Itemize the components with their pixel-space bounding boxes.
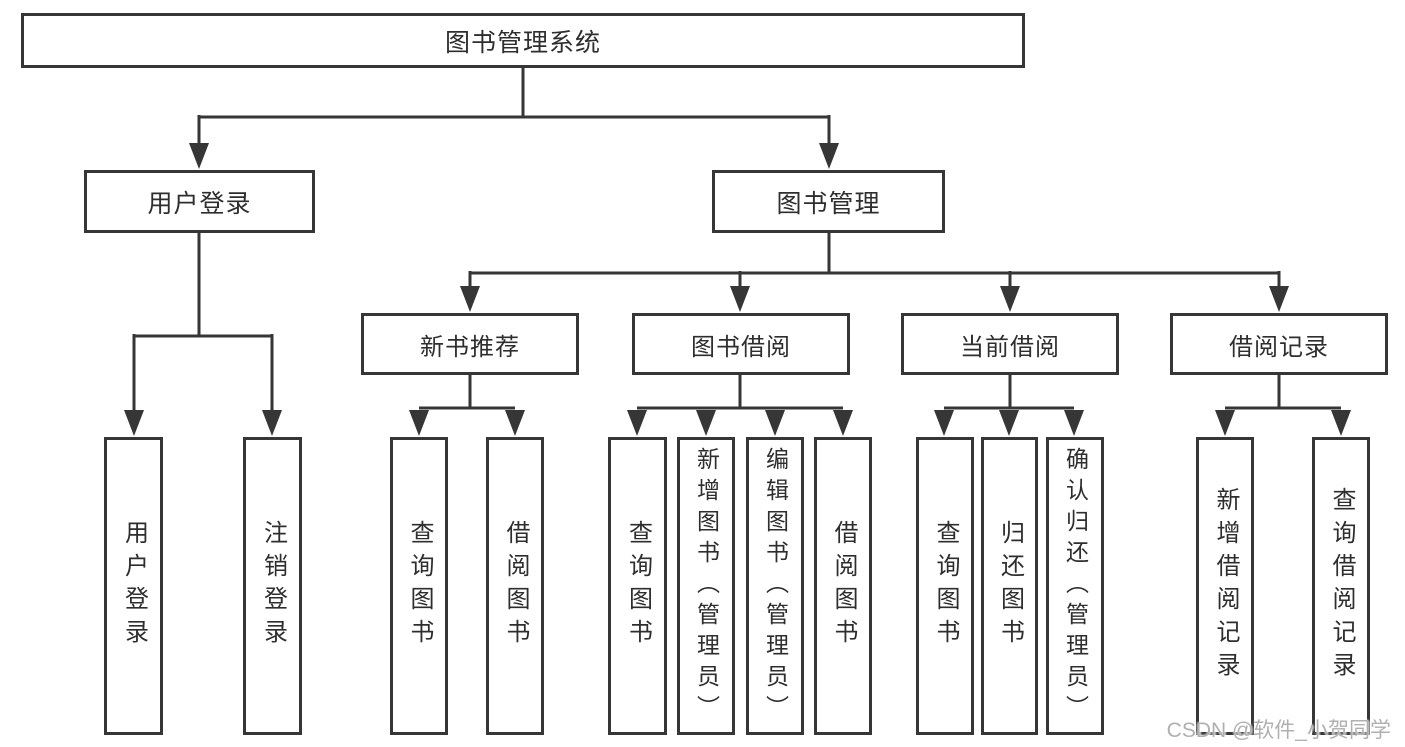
- connector-current-borrow-to-leaves: [934, 374, 1084, 436]
- leaf-label: 确认归还（管理员）: [1062, 446, 1089, 726]
- leaf-label: 用户登录: [120, 520, 148, 652]
- leaf-confirm-return-admin: 确认归还（管理员）: [1046, 437, 1104, 735]
- leaf-query-book-1: 查询图书: [390, 437, 448, 735]
- connector-new-book-to-leaves: [409, 374, 525, 436]
- leaf-label: 查询借阅记录: [1328, 487, 1355, 685]
- node-current-borrow: 当前借阅: [901, 313, 1119, 375]
- node-library-system: 图书管理系统: [21, 13, 1025, 68]
- connector-book-management-to-level3: [460, 232, 1289, 312]
- leaf-borrow-book-2: 借阅图书: [814, 437, 872, 735]
- leaf-add-book-admin: 新增图书（管理员）: [677, 437, 735, 735]
- leaf-query-book-3: 查询图书: [916, 437, 974, 735]
- leaf-label: 注销登录: [259, 520, 287, 652]
- node-new-book-recommend: 新书推荐: [361, 313, 579, 375]
- connector-book-borrow-to-leaves: [627, 374, 853, 436]
- leaf-label: 借阅图书: [830, 520, 857, 652]
- node-user-login: 用户登录: [84, 170, 315, 233]
- leaf-label: 查询图书: [406, 520, 433, 652]
- leaf-query-book-2: 查询图书: [608, 437, 667, 735]
- leaf-label: 新增图书（管理员）: [693, 446, 720, 726]
- leaf-return-book: 归还图书: [981, 437, 1038, 735]
- csdn-watermark: CSDN @软件_小贺同学: [1166, 719, 1391, 742]
- node-borrow-record: 借阅记录: [1170, 313, 1388, 375]
- connector-user-login-to-leaves: [124, 232, 282, 436]
- node-book-borrow: 图书借阅: [632, 313, 850, 375]
- node-book-management: 图书管理: [712, 170, 945, 233]
- leaf-label: 查询图书: [624, 520, 652, 652]
- leaf-label: 借阅图书: [502, 520, 529, 652]
- connector-borrow-record-to-leaves: [1215, 374, 1351, 436]
- leaf-label: 编辑图书（管理员）: [762, 446, 789, 726]
- leaf-query-borrow-record: 查询借阅记录: [1312, 437, 1370, 735]
- leaf-user-login: 用户登录: [104, 437, 163, 735]
- leaf-label: 新增借阅记录: [1212, 487, 1239, 685]
- leaf-add-borrow-record: 新增借阅记录: [1196, 437, 1254, 735]
- connector-root-to-level2: [189, 66, 839, 169]
- leaf-label: 查询图书: [932, 520, 959, 652]
- leaf-edit-book-admin: 编辑图书（管理员）: [746, 437, 804, 735]
- leaf-label: 归还图书: [996, 520, 1024, 652]
- leaf-logout: 注销登录: [243, 437, 302, 735]
- leaf-borrow-book-1: 借阅图书: [486, 437, 544, 735]
